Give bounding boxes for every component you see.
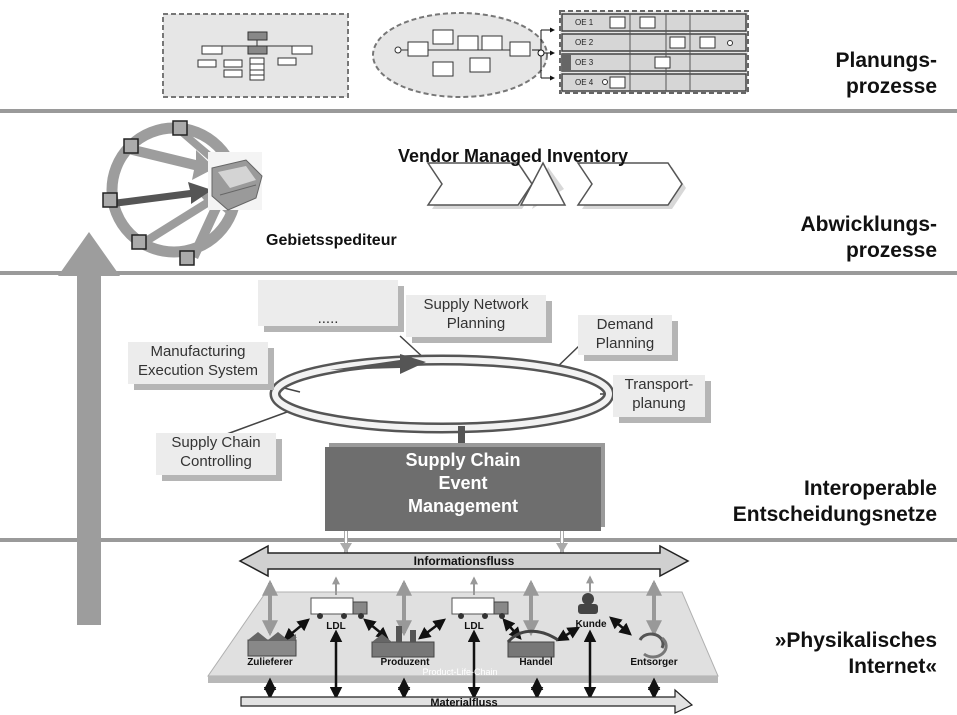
information-flow-arrow [238, 544, 690, 578]
level-title-decision: Interoperable Entscheidungsnetze [732, 477, 937, 526]
product-life-chain-label: Product-Life-Chain [422, 667, 498, 677]
area-forwarder-label: Gebietsspediteur [266, 232, 397, 249]
level-title-execution: Abwicklungs- prozesse [800, 213, 937, 262]
org-unit-label: OE 4 [575, 78, 594, 87]
org-unit-label: OE 2 [575, 38, 594, 47]
node-label-logistics: LDL [326, 621, 346, 632]
org-chart-thumbnail [162, 13, 349, 98]
process-chain-thumbnail [372, 12, 555, 98]
node-label-logistics: LDL [464, 621, 484, 632]
vmi-title: Vendor Managed Inventory [398, 146, 629, 166]
decision-network-ring [226, 335, 625, 446]
node-label-producer: Produzent [380, 657, 430, 668]
scem-box: Supply Chain Event Management [325, 447, 601, 531]
big-up-arrow [58, 232, 120, 625]
truck-icon [451, 597, 509, 619]
box-ellipsis: ..... [258, 280, 398, 327]
box-manufacturing-execution-system: Manufacturing Execution System [128, 342, 268, 384]
box-supply-chain-controlling: Supply Chain Controlling [156, 433, 276, 475]
level-title-physical: »Physikalisches Internet« [774, 629, 937, 678]
material-flow-arrow [240, 688, 694, 714]
org-unit-label: OE 3 [575, 58, 594, 67]
node-label-supplier: Zulieferer [247, 657, 293, 668]
level-title-planning: Planungs- prozesse [835, 49, 937, 98]
swimlane-thumbnail [559, 10, 749, 94]
node-label-disposer: Entsorger [630, 657, 678, 668]
truck-icon [310, 597, 368, 619]
node-label-customer: Kunde [575, 619, 607, 630]
box-supply-network-planning: Supply Network Planning [406, 295, 546, 337]
area-forwarder-hub [102, 120, 263, 266]
recycling-icon [638, 632, 668, 659]
vmi-process-chain [426, 161, 686, 209]
node-label-retail: Handel [519, 657, 553, 668]
factory-icon [371, 626, 435, 658]
information-flow-label: Informationsfluss [413, 554, 515, 568]
retail-icon [506, 629, 559, 658]
material-flow-label: Materialfluss [430, 697, 498, 709]
level-separators [0, 109, 957, 542]
customer-icon [578, 593, 598, 614]
org-unit-label: OE 1 [575, 18, 594, 27]
box-transport-planning: Transport- planung [613, 375, 705, 417]
supplier-icon [247, 632, 297, 657]
box-demand-planning: Demand Planning [578, 315, 672, 355]
